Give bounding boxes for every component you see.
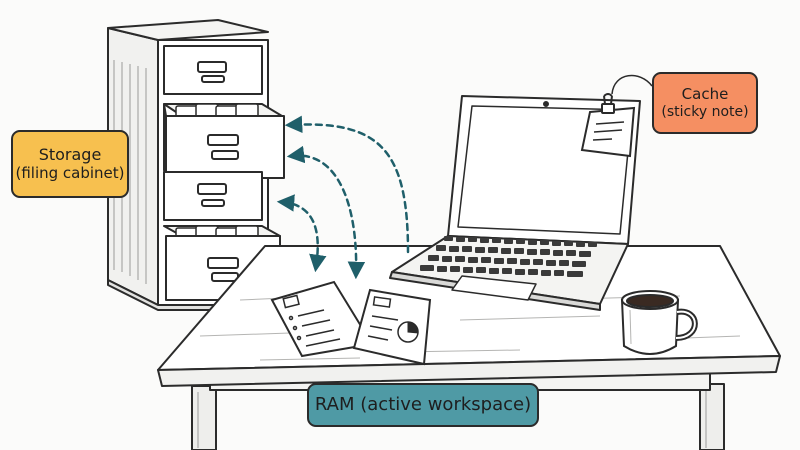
sticky-note: [580, 74, 653, 158]
storage-subtitle: (filing cabinet): [15, 163, 125, 182]
coffee-mug: [620, 290, 698, 355]
binder-clip-icon: [601, 93, 615, 114]
filing-cabinet: [107, 19, 285, 311]
cache-subtitle: (sticky note): [661, 103, 749, 120]
laptop: [389, 95, 641, 311]
drawer-middle: [163, 171, 263, 221]
ram-label: RAM (active workspace): [307, 383, 539, 427]
cache-title: Cache: [681, 84, 729, 103]
data-flow-arrows: [276, 115, 410, 280]
drawer-open-upper: [163, 103, 285, 179]
cache-label: Cache (sticky note): [652, 72, 758, 134]
arrow-laptop-to-drawer: [284, 115, 410, 254]
storage-title: Storage: [38, 144, 102, 164]
document-paper-chart: [352, 288, 432, 366]
storage-label: Storage (filing cabinet): [11, 130, 129, 198]
arrow-drawer-to-paper-left: [276, 194, 327, 273]
arrow-drawer-to-paper-chart: [286, 145, 366, 280]
ram-title: RAM (active workspace): [314, 394, 532, 416]
